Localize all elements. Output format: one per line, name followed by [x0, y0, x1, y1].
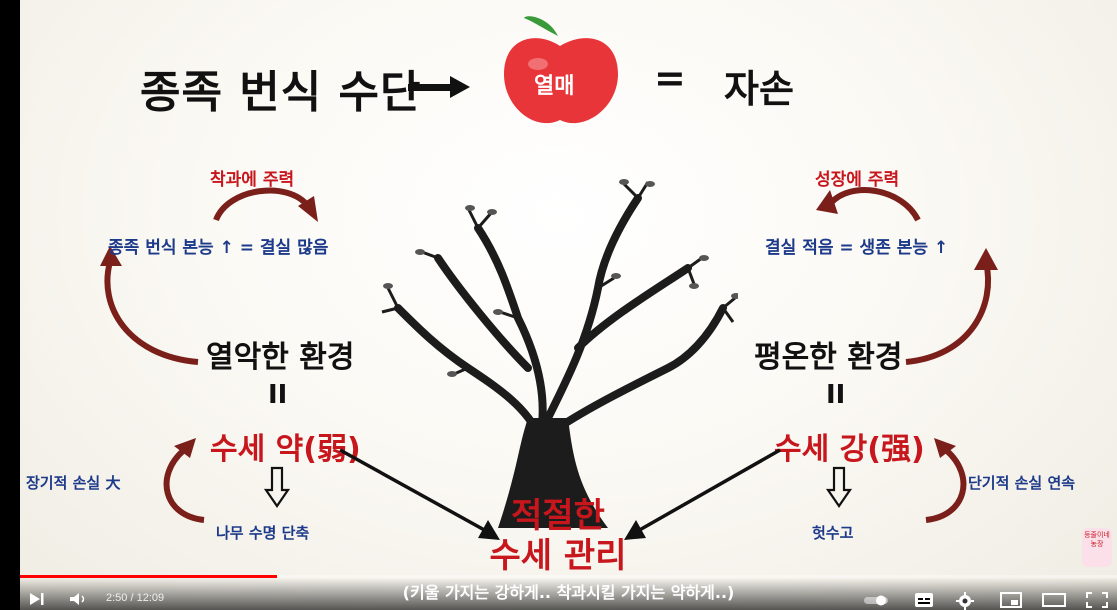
right-equal-mark: II [826, 380, 846, 410]
left-down-arrow-icon [264, 466, 290, 508]
subtitles-icon[interactable] [914, 592, 934, 608]
volume-icon[interactable] [68, 592, 88, 606]
right-cycle-arrows [816, 187, 998, 365]
left-top-caption: 착과에 주력 [210, 170, 295, 190]
apple-icon [504, 16, 618, 124]
left-species-text: 수세 약(弱) [210, 432, 361, 467]
right-instinct-text: 결실 적음 = 생존 본능 ↑ [765, 238, 949, 258]
left-cycle-arrows [100, 187, 318, 365]
equals-sign: = [654, 56, 686, 100]
channel-watermark[interactable]: 등줄이네 농장 [1082, 528, 1112, 567]
settings-icon[interactable] [956, 592, 974, 610]
right-bottom-text: 헛수고 [812, 524, 854, 542]
diagonal-arrows [339, 448, 781, 540]
left-side-text: 장기적 손실 大 [26, 474, 121, 492]
right-environment-text: 평온한 환경 [754, 340, 903, 375]
left-environment-text: 열악한 환경 [206, 340, 355, 375]
left-equal-mark: II [268, 380, 288, 410]
center-line-1: 적절한 [511, 496, 605, 536]
right-species-text: 수세 강(强) [774, 432, 925, 467]
theater-icon[interactable] [1042, 592, 1066, 608]
progress-bar[interactable] [20, 575, 1117, 578]
tree-illustration [381, 179, 738, 528]
right-side-text: 단기적 손실 연속 [968, 474, 1076, 492]
right-arrow-icon [408, 76, 470, 98]
apple-label: 열매 [534, 74, 575, 99]
right-down-arrow-icon [826, 466, 852, 508]
fullscreen-icon[interactable] [1086, 592, 1108, 608]
next-icon[interactable] [28, 592, 46, 606]
left-instinct-text: 종족 번식 본능 ↑ = 결실 많음 [108, 238, 329, 258]
miniplayer-icon[interactable] [1000, 592, 1022, 608]
time-display: 2:50 / 12:09 [106, 592, 165, 604]
right-side-arrow [925, 438, 967, 523]
slide-title: 종족 번식 수단 [140, 67, 422, 118]
left-border [0, 0, 20, 610]
progress-fill [20, 575, 277, 578]
center-line-2: 수세 관리 [489, 536, 627, 576]
right-top-caption: 성장에 주력 [815, 170, 900, 190]
subtitle-caption: (키울 가지는 강하게.. 착과시킬 가지는 약하게..) [402, 583, 735, 602]
left-side-arrow [163, 438, 205, 523]
autoplay-toggle-icon[interactable] [864, 594, 890, 606]
left-bottom-text: 나무 수명 단축 [216, 524, 310, 542]
result-text: 자손 [724, 67, 794, 111]
